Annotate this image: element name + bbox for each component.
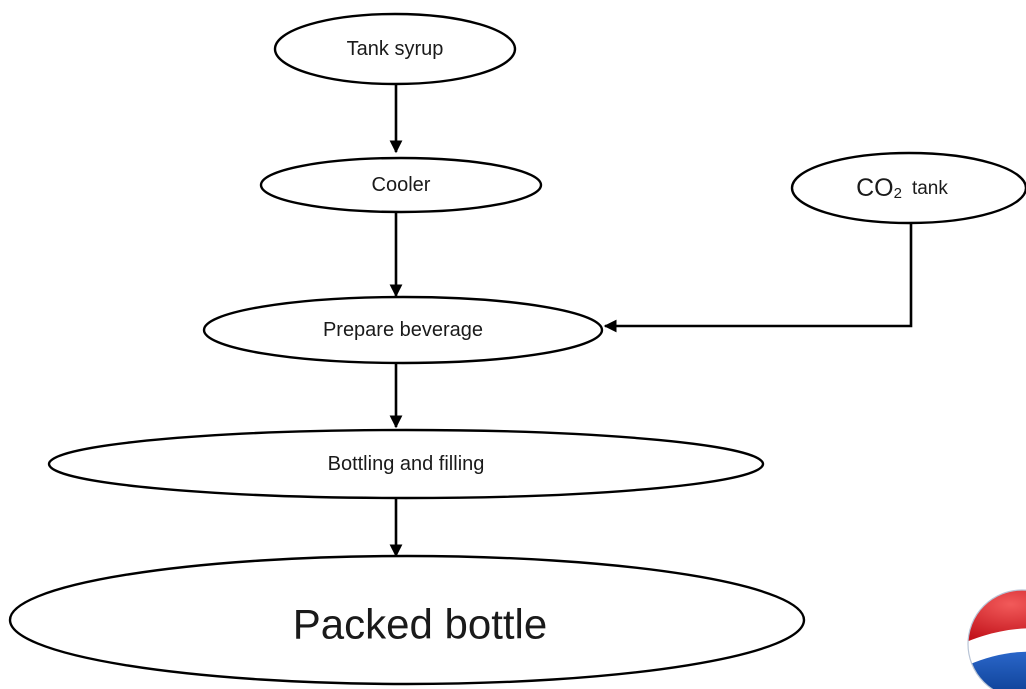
node-packed-bottle-label: Packed bottle: [293, 601, 548, 648]
node-co2-tank: CO2 tank: [790, 151, 1026, 225]
node-packed-bottle: Packed bottle: [8, 554, 806, 686]
node-co2-tank-label: CO2 tank: [856, 174, 948, 202]
node-prepare-beverage-shape: [202, 295, 604, 365]
co2-subscript: 2: [894, 185, 902, 202]
node-tank-syrup: Tank syrup: [273, 12, 517, 86]
node-bottling-filling-shape: [47, 428, 765, 500]
node-bottling-filling: Bottling and filling: [47, 428, 765, 500]
co2-suffix: tank: [912, 178, 948, 199]
co2-formula: CO: [856, 174, 894, 202]
node-cooler-shape: [259, 156, 543, 214]
node-bottling-filling-label: Bottling and filling: [328, 453, 485, 475]
node-cooler: Cooler: [259, 156, 543, 214]
pepsi-globe-logo: [967, 589, 1026, 689]
node-packed-bottle-shape: [8, 554, 806, 686]
node-tank-syrup-shape: [273, 12, 517, 86]
node-prepare-beverage-label: Prepare beverage: [323, 319, 483, 341]
node-tank-syrup-label: Tank syrup: [347, 38, 444, 60]
node-co2-tank-shape: [790, 151, 1026, 225]
node-cooler-label: Cooler: [372, 174, 431, 196]
node-prepare-beverage: Prepare beverage: [202, 295, 604, 365]
